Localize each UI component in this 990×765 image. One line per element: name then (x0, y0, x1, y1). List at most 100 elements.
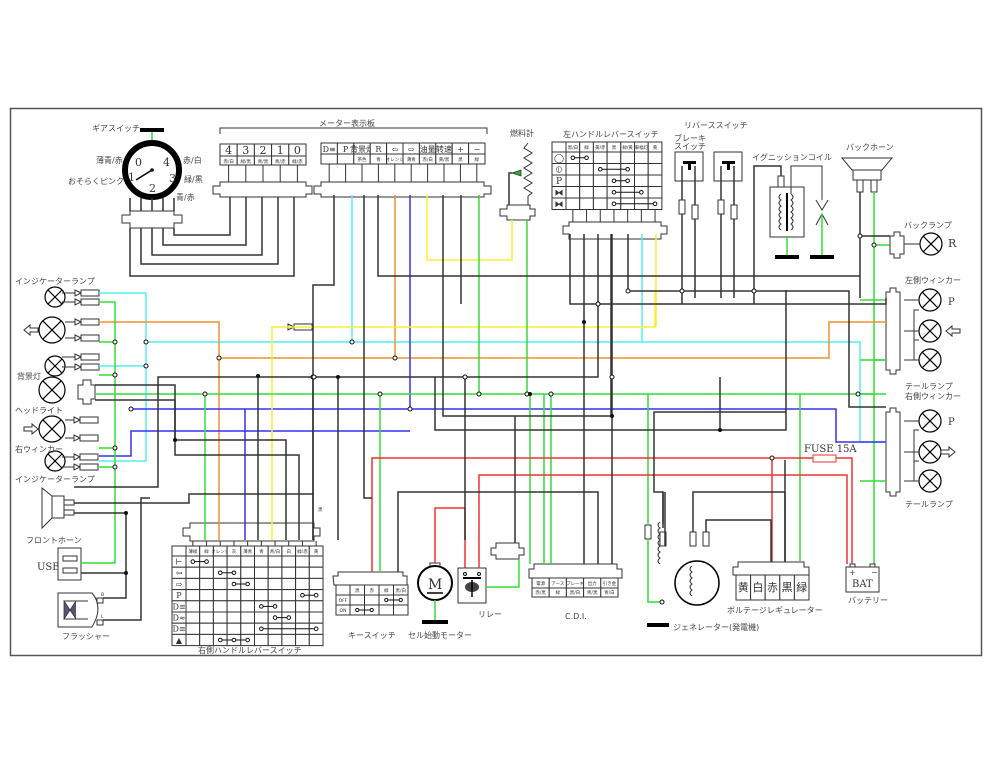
connector-sleeve (79, 463, 99, 471)
rhs-cell (254, 566, 269, 579)
ground-icon (775, 255, 799, 259)
generator: ジェネレーター(発電機) (644, 521, 759, 632)
ignition-coil-label: イグニッションコイル (752, 152, 832, 162)
fuel-gauge-label: 燃料計 (510, 128, 534, 138)
lhs-cell (647, 174, 663, 187)
gear-table-header: 4 (225, 144, 232, 157)
key-row-label: OFF (339, 598, 348, 604)
connector-pin-icon (73, 434, 82, 442)
rhs-cell (308, 611, 324, 624)
rhs-cell (199, 577, 214, 591)
junction-dot (548, 391, 554, 397)
lamp-cross (47, 358, 63, 374)
arrow-right-icon (940, 445, 956, 459)
key-header: 赤 (370, 588, 375, 594)
rhs-cell (281, 589, 297, 602)
rhs-cell (267, 577, 283, 591)
lhs-cell (647, 163, 663, 176)
meter-color-cell (336, 153, 355, 165)
relay: リレー (457, 542, 525, 619)
usb-icon (57, 547, 82, 581)
rhs-cell (254, 611, 269, 624)
junction-dot (659, 599, 665, 605)
rhs-contact (245, 637, 250, 643)
yellow-wire (271, 290, 656, 540)
cdi-header: 引き金 (603, 580, 617, 587)
junction-dot (582, 320, 586, 324)
junction-dot (112, 445, 118, 451)
junction-dot (124, 511, 128, 515)
lhs-header: 黄/赤 (595, 144, 606, 151)
fuse-icon (812, 454, 837, 463)
junction-dot (679, 288, 685, 294)
regulator-pin-cell (793, 574, 810, 601)
black-wire (174, 400, 287, 540)
connector-sleeve (80, 289, 100, 297)
gear-switch-bar-icon (140, 128, 164, 132)
rhs-cell (240, 589, 256, 602)
lamp-cross (922, 235, 940, 253)
back-lamp-r-mark: R (948, 237, 957, 250)
rhs-contact (204, 559, 209, 564)
cdi-color: 青/黒 (587, 589, 598, 596)
lhs-cell (647, 186, 663, 199)
orange-wire (99, 321, 220, 540)
ground-bus (913, 309, 919, 360)
meter-header: 背景灯 (350, 144, 374, 154)
rhs-cell (226, 622, 242, 635)
lamp-cross (42, 419, 62, 439)
rhs-cell (185, 577, 201, 591)
junction-dot (173, 438, 177, 442)
lhs-row-icon: ⧓ (555, 189, 564, 199)
junction-dot (769, 455, 775, 461)
rhs-row-icon: ▲ (176, 636, 183, 645)
lhs-cell (565, 163, 581, 176)
rhs-contact (231, 570, 237, 576)
connector-sleeve (80, 318, 100, 326)
rhs-cell (212, 622, 228, 635)
rhs-contact (190, 559, 196, 564)
back-lamp-icon (919, 232, 943, 256)
junction-dot (202, 391, 208, 397)
connector-pin-icon (73, 453, 82, 461)
lamp-cross (47, 453, 63, 469)
connector-pin-icon (74, 363, 83, 371)
rhs-cell (199, 622, 214, 635)
right-winker-front-label: 右ウィンカー (15, 444, 63, 454)
junction-dot (857, 233, 863, 239)
cdi-color: 青/白 (604, 589, 615, 596)
rhs-cell (254, 555, 269, 568)
regulator-pin-label: 黄 (738, 580, 749, 594)
back-horn-label: バックホーン (846, 143, 894, 152)
junction-dot (112, 372, 118, 378)
right-labels: R 左側ウィンカー P テールランプ 右側ウィンカー P テールランプ (905, 237, 961, 509)
black-wire (74, 493, 313, 504)
black-wire (434, 290, 787, 431)
fuse-label: FUSE 15A (804, 444, 857, 455)
lhs-contact (584, 155, 589, 161)
gear-pos-0: 0 (135, 156, 142, 169)
orange-wire (219, 321, 886, 359)
lhs-contact (611, 201, 617, 207)
right-handle-switch-label: 右側ハンドルレバースイッチ (198, 645, 302, 655)
meter-color: 黒 (458, 157, 463, 163)
arrow-left-icon (23, 323, 39, 337)
rhs-cell (254, 589, 269, 602)
rhs-row-icon: ⇨ (176, 580, 183, 589)
rhs-cell (226, 555, 242, 568)
lhs-cell (592, 186, 608, 199)
usb-port (57, 547, 82, 581)
rhs-cell (199, 566, 214, 579)
usb-label: USB (37, 562, 60, 573)
black-wire (569, 234, 887, 305)
lamp-cross (47, 289, 63, 305)
gear-wire-label-3: 緑/黒 (184, 174, 203, 184)
gear-table: メーター表示板 4赤/白3緑/黒2青/黒1青/赤0緑/赤 (212, 118, 488, 198)
meter-color: オレンジ (386, 157, 404, 163)
rhs-row-icon: D≈ (172, 614, 185, 623)
junction-dot (256, 374, 260, 378)
cdi-color-cell (600, 587, 619, 598)
meter-color: 青 (376, 156, 381, 163)
rhs-cell (199, 611, 214, 624)
rhs-cell (185, 611, 201, 624)
